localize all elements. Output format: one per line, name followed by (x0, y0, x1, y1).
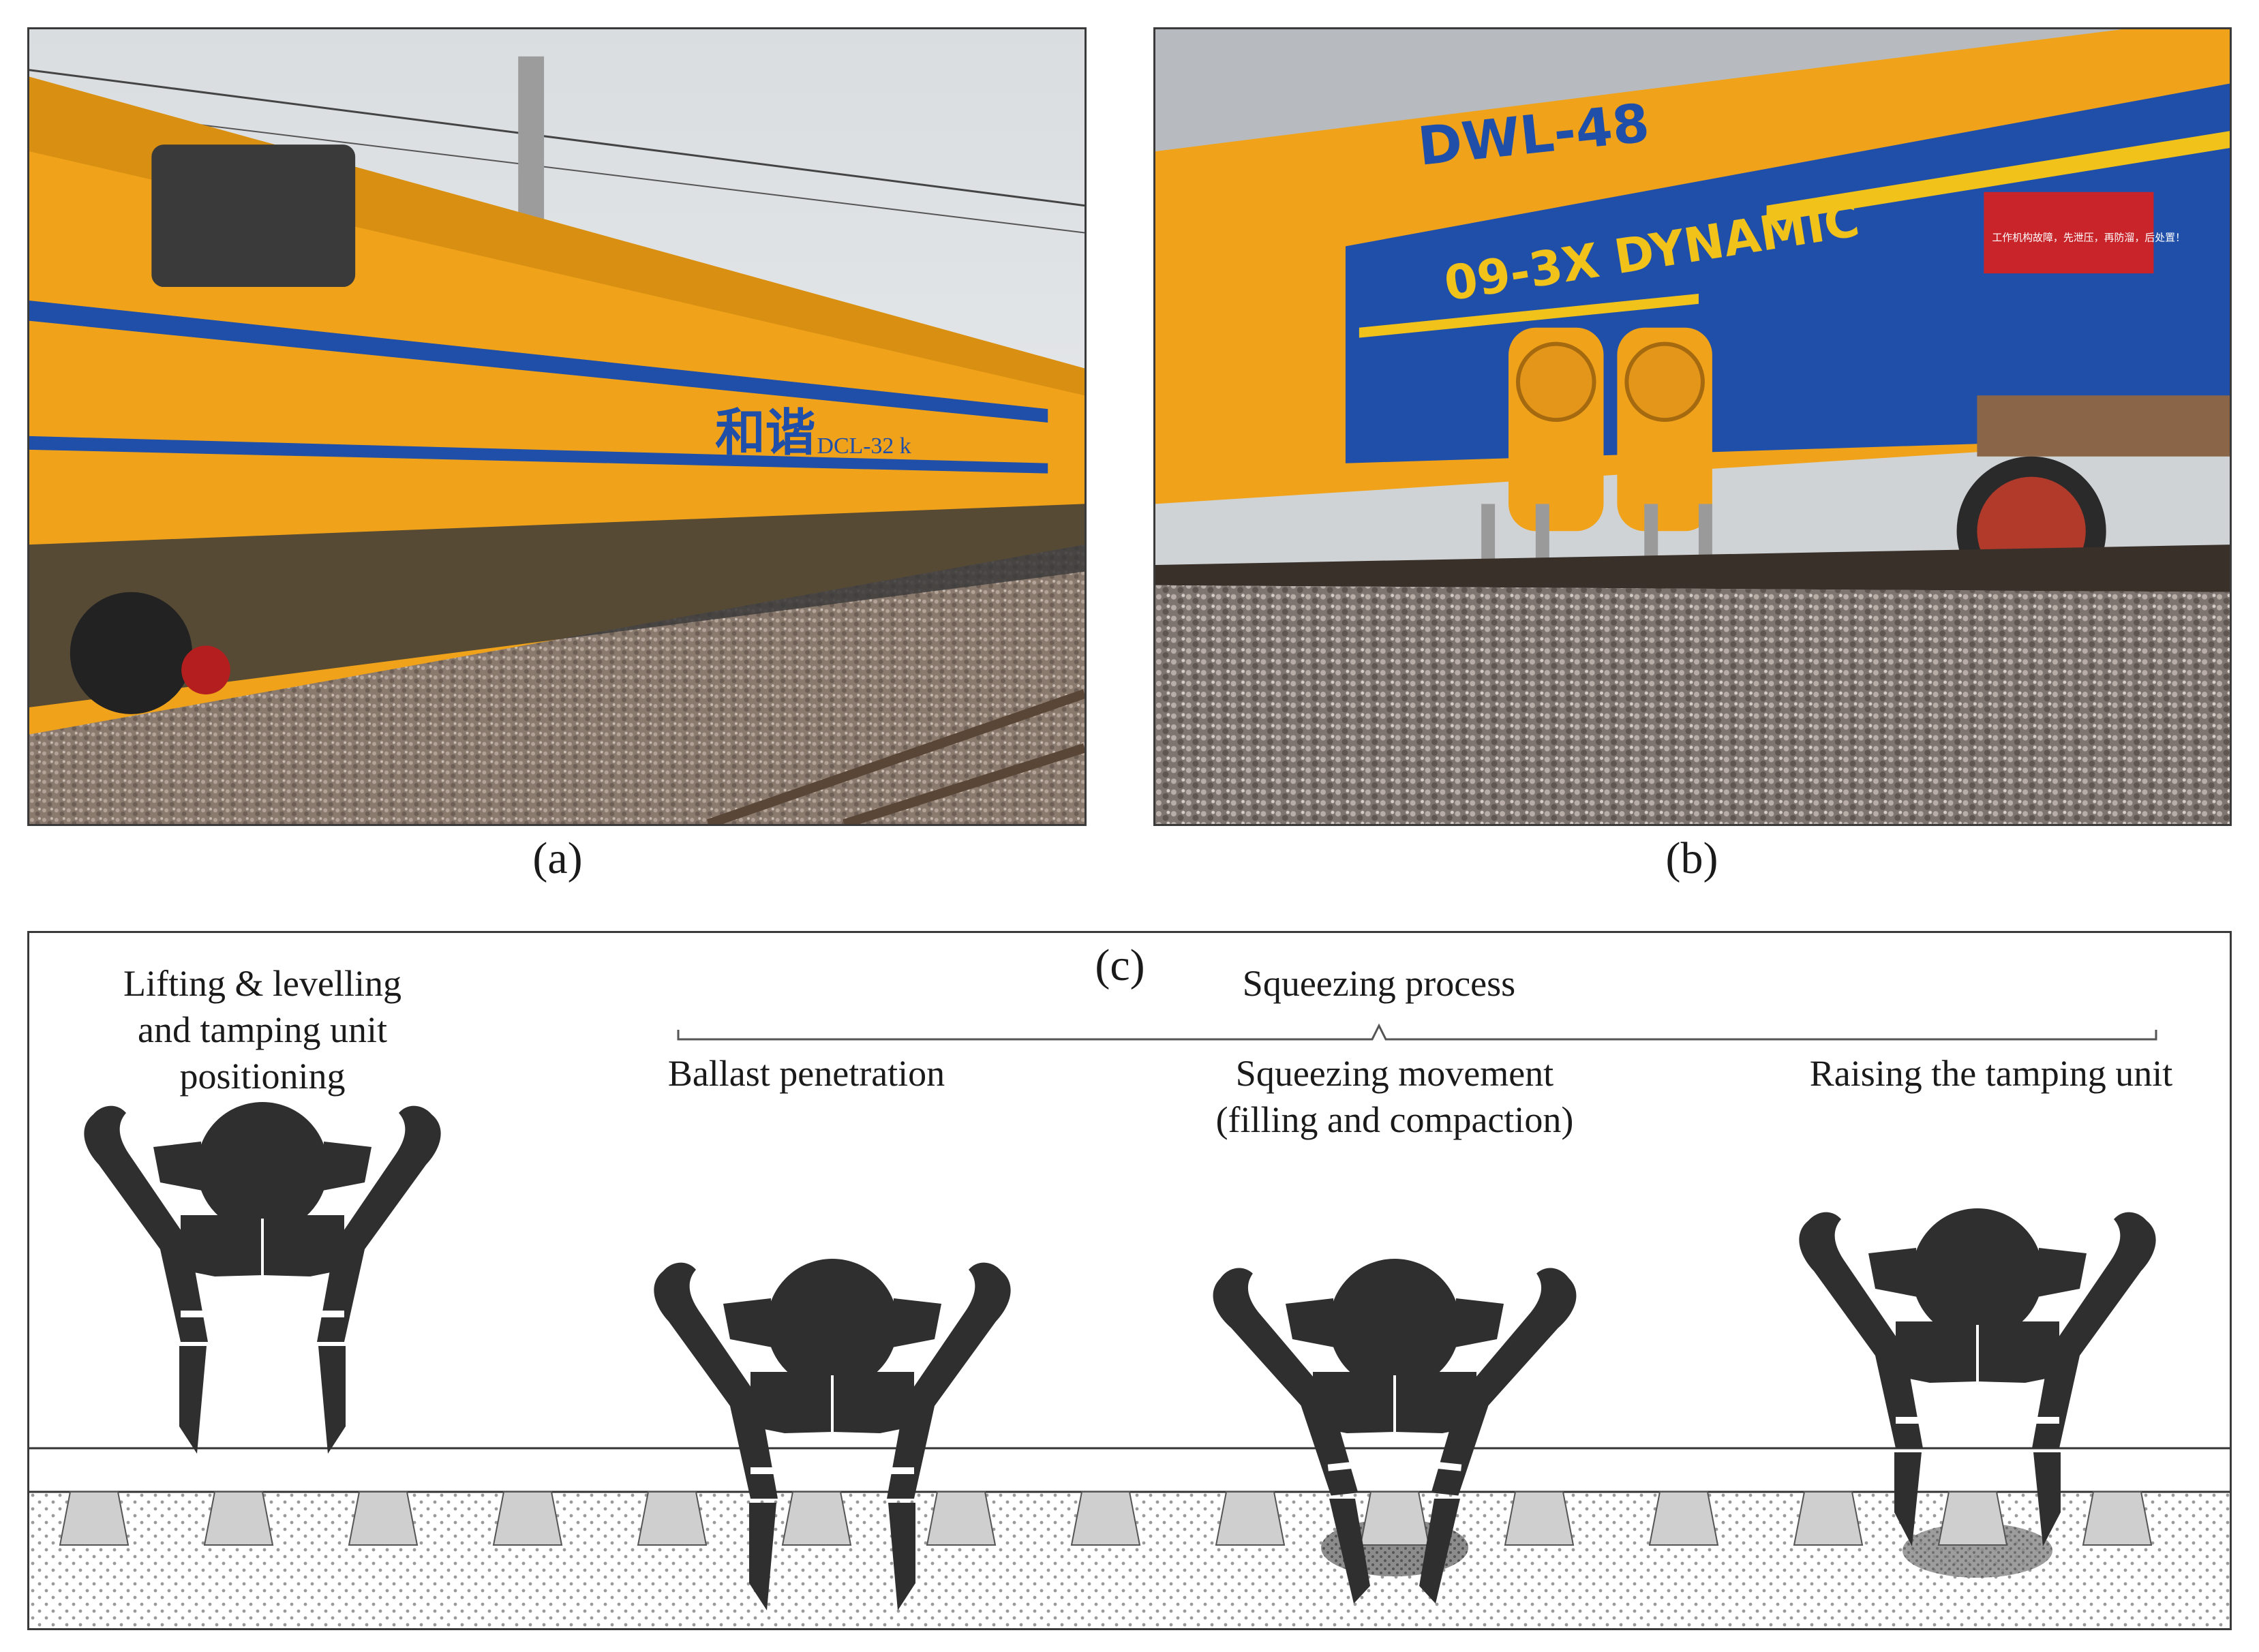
step-2-title-line: Ballast penetration (667, 1053, 945, 1094)
squeezing-process-bracket (677, 1023, 2157, 1041)
warning-sign-text: 工作机构故障，先泄压，再防溜，后处置！ (1992, 231, 2185, 243)
machine-model-text: DCL-32 k (817, 433, 911, 459)
step-1-title-line: and tamping unit (138, 1009, 387, 1050)
tamping-schematic (29, 1023, 2230, 1628)
tamping-unit-positioning (84, 1101, 440, 1454)
step-2-title: Ballast penetration (636, 1050, 977, 1097)
step-4-title-line: Raising the tamping unit (1809, 1053, 2173, 1094)
photo-b-illustration: DWL-48 09-3X DYNAMIC 工作机构故障，先泄压，再防溜，后处置！ (1155, 29, 2230, 824)
tamping-unit-squeezing (1210, 1257, 1579, 1604)
sleepers (59, 1491, 2153, 1546)
panel-a-label: (a) (532, 833, 583, 883)
machine-chinese-name: 和谐 (715, 404, 815, 462)
squeezing-process-label: Squeezing process (1242, 963, 1516, 1004)
step-1-title-line: positioning (179, 1056, 346, 1097)
step-3-title-line: Squeezing movement (1235, 1053, 1554, 1094)
tamping-unit-raising (1799, 1207, 2155, 1546)
step-3-title-line: (filling and compaction) (1215, 1099, 1574, 1140)
tamping-unit-penetration (654, 1257, 1010, 1610)
photo-tamping-machine-side: 和谐 DCL-32 k (27, 27, 1087, 826)
photo-tamping-unit-closeup: DWL-48 09-3X DYNAMIC 工作机构故障，先泄压，再防溜，后处置！ (1153, 27, 2232, 826)
panel-c-label: (c) (1095, 940, 1145, 990)
step-4-title: Raising the tamping unit (1773, 1050, 2209, 1097)
step-1-title-line: Lifting & levelling (123, 963, 401, 1004)
step-3-title: Squeezing movement (filling and compacti… (1190, 1050, 1599, 1143)
panel-b-label: (b) (1665, 833, 1718, 883)
tamping-process-diagram: (c) Squeezing process Lifting & levellin… (27, 931, 2232, 1630)
photo-a-illustration: 和谐 DCL-32 k (29, 29, 1085, 824)
step-1-title: Lifting & levelling and tamping unit pos… (99, 960, 426, 1099)
